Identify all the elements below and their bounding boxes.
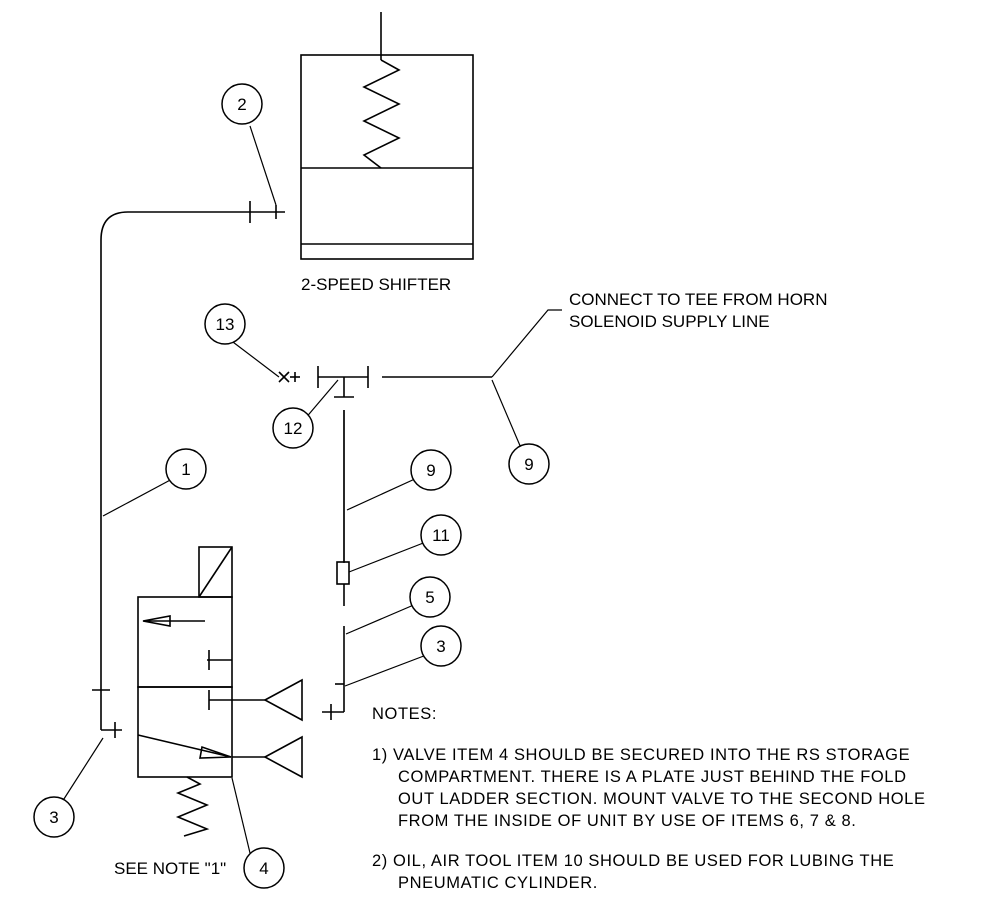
svg-text:3: 3	[436, 637, 445, 656]
balloon-1: 1	[165, 448, 207, 490]
balloon-5: 5	[409, 576, 451, 618]
leader-lines	[61, 125, 522, 854]
notes-heading: NOTES:	[372, 705, 437, 723]
svg-text:5: 5	[425, 588, 434, 607]
shifter-cylinder	[300, 12, 474, 260]
horn-supply-line	[382, 309, 562, 378]
note-2-line-1: 2) OIL, AIR TOOL ITEM 10 SHOULD BE USED …	[372, 852, 894, 870]
balloon-4: 4	[243, 847, 285, 889]
vertical-branch	[322, 410, 350, 720]
valve-item-4	[137, 546, 303, 837]
svg-text:11: 11	[432, 526, 450, 545]
valve-spring	[175, 776, 210, 837]
note-1-line-3: OUT LADDER SECTION. MOUNT VALVE TO THE S…	[398, 790, 926, 808]
svg-text:9: 9	[426, 461, 435, 480]
balloon-9-right: 9	[508, 443, 550, 485]
balloon-3-right: 3	[420, 625, 462, 667]
see-note-label: SEE NOTE "1"	[114, 859, 226, 878]
shifter-label: 2-SPEED SHIFTER	[301, 275, 451, 294]
balloon-11: 11	[420, 514, 462, 556]
fitting-11	[336, 561, 350, 585]
tee-fitting	[278, 366, 369, 398]
svg-text:4: 4	[259, 859, 268, 878]
svg-text:13: 13	[216, 315, 235, 334]
note-1-line-2: COMPARTMENT. THERE IS A PLATE JUST BEHIN…	[398, 768, 907, 786]
svg-text:3: 3	[49, 808, 58, 827]
balloon-3-left: 3	[33, 796, 75, 838]
notes-block: NOTES: 1) VALVE ITEM 4 SHOULD BE SECURED…	[372, 705, 926, 892]
balloon-13: 13	[204, 303, 246, 345]
svg-text:1: 1	[181, 460, 190, 479]
supply-line-1	[92, 201, 285, 738]
balloon-2: 2	[221, 83, 263, 125]
balloon-9-mid: 9	[410, 449, 452, 491]
svg-text:9: 9	[524, 455, 533, 474]
note-1-line-4: FROM THE INSIDE OF UNIT BY USE OF ITEMS …	[398, 812, 856, 830]
note-1-line-1: 1) VALVE ITEM 4 SHOULD BE SECURED INTO T…	[372, 746, 910, 764]
note-2-line-2: PNEUMATIC CYLINDER.	[398, 874, 598, 892]
connect-label-line1: CONNECT TO TEE FROM HORN	[569, 290, 828, 309]
balloon-12: 12	[272, 407, 314, 449]
svg-text:12: 12	[284, 419, 303, 438]
connect-label-line2: SOLENOID SUPPLY LINE	[569, 312, 770, 331]
svg-text:2: 2	[237, 95, 246, 114]
shifter-spring	[362, 59, 401, 169]
